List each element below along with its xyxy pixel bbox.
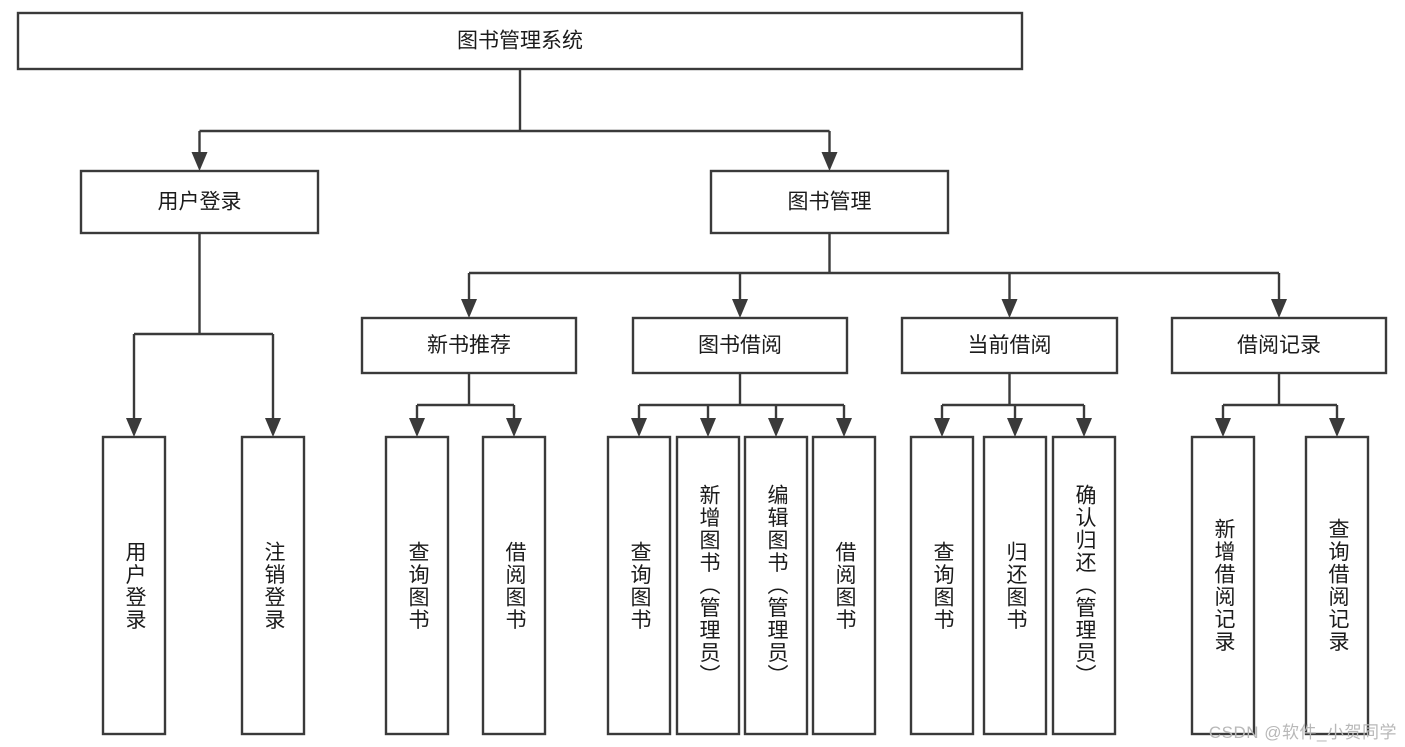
node-box-book-borrow[interactable] [631,316,849,375]
node-box-root[interactable] [16,11,1024,71]
node-label-book-borrow: 图书借阅 [698,334,782,357]
boxes-layer [16,11,1388,736]
arrow-head-icon [1329,418,1345,437]
node-box-new-book-recommend[interactable] [360,316,578,375]
node-box-current-query-book[interactable] [909,435,975,736]
arrow-head-icon [1215,418,1231,437]
node-box-user-login-leaf[interactable] [101,435,167,736]
arrow-head-icon [631,418,647,437]
arrow-head-icon [461,299,477,318]
node-label-current-borrow: 当前借阅 [968,334,1052,357]
arrow-head-icon [934,418,950,437]
node-box-current-borrow[interactable] [900,316,1119,375]
arrow-head-icon [1076,418,1092,437]
node-box-user-logout-leaf[interactable] [240,435,306,736]
node-label-user-login: 用户登录 [158,191,242,214]
arrow-head-icon [1001,299,1018,318]
arrow-head-icon [768,418,784,437]
node-box-book-management[interactable] [709,169,950,235]
connectors-layer [126,69,1345,437]
node-box-current-return-book[interactable] [982,435,1048,736]
node-box-current-confirm-return[interactable] [1051,435,1117,736]
node-label-root: 图书管理系统 [457,30,583,53]
node-box-recommend-query-book[interactable] [384,435,450,736]
arrow-head-icon [821,152,838,171]
arrow-head-icon [265,418,281,437]
arrow-head-icon [506,418,522,437]
node-box-borrow-record[interactable] [1170,316,1388,375]
arrow-head-icon [1271,299,1287,318]
node-label-borrow-record: 借阅记录 [1237,334,1321,357]
arrow-head-icon [409,418,425,437]
node-box-user-login[interactable] [79,169,320,235]
node-box-record-add[interactable] [1190,435,1256,736]
watermark-text: CSDN @软件_小贺同学 [1208,723,1397,742]
node-box-borrow-borrow-book[interactable] [811,435,877,736]
arrow-head-icon [126,418,142,437]
node-box-recommend-borrow-book[interactable] [481,435,547,736]
arrow-head-icon [1007,418,1023,437]
node-box-borrow-query-book[interactable] [606,435,672,736]
arrow-head-icon [191,152,208,171]
node-box-record-query[interactable] [1304,435,1370,736]
node-label-book-management: 图书管理 [788,191,872,214]
arrow-head-icon [732,299,748,318]
arrow-head-icon [700,418,716,437]
arrow-head-icon [836,418,852,437]
node-label-new-book-recommend: 新书推荐 [427,334,511,357]
node-box-borrow-add-book[interactable] [675,435,741,736]
node-box-borrow-edit-book[interactable] [743,435,809,736]
